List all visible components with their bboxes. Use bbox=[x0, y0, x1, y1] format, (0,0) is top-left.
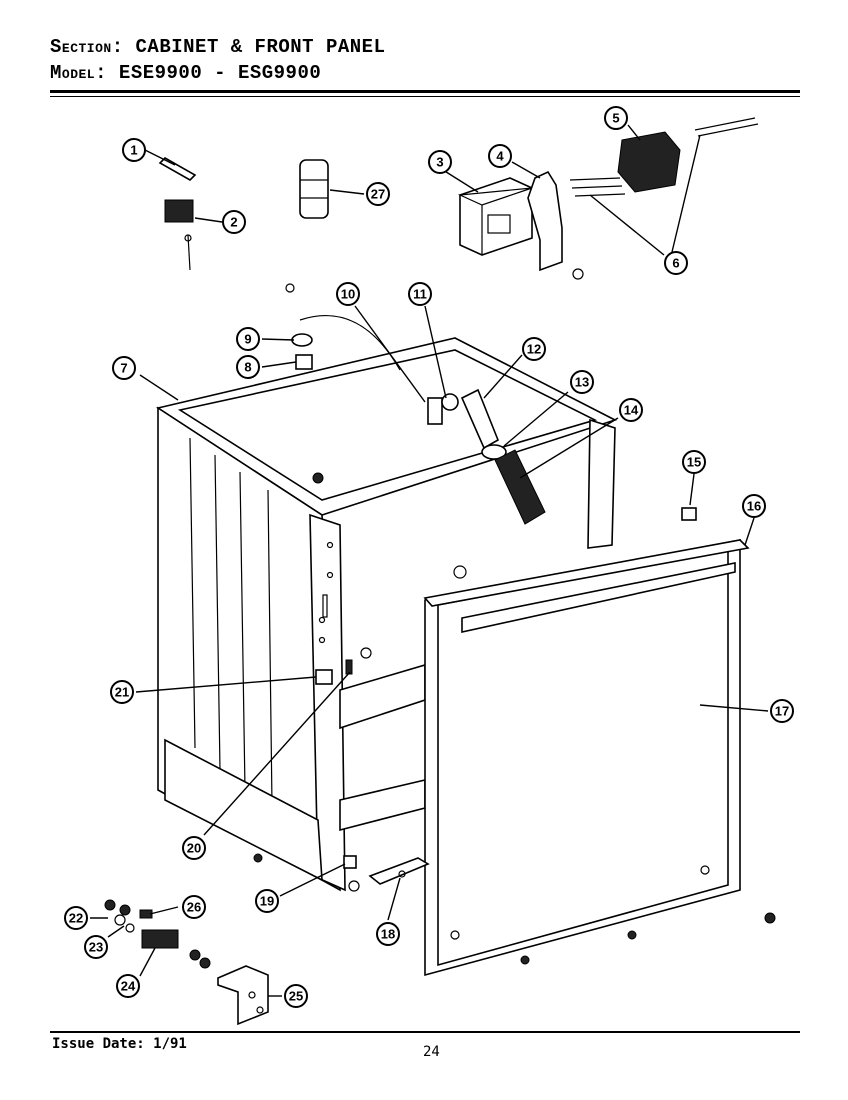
callout-21-label: 21 bbox=[115, 685, 129, 700]
callout-25: 25 bbox=[284, 984, 308, 1008]
callout-27: 27 bbox=[366, 182, 390, 206]
callout-6-label: 6 bbox=[672, 256, 679, 271]
page-number: 24 bbox=[423, 1044, 440, 1060]
callout-4: 4 bbox=[488, 144, 512, 168]
callout-13: 13 bbox=[570, 370, 594, 394]
callout-5: 5 bbox=[604, 106, 628, 130]
part-13-14-filter bbox=[481, 444, 546, 525]
issue-date: Issue Date: 1/91 bbox=[52, 1036, 187, 1052]
callout-10-label: 10 bbox=[341, 287, 355, 302]
part-5-terminal-block bbox=[617, 131, 681, 193]
cabinet-frame bbox=[155, 315, 618, 892]
callout-9: 9 bbox=[236, 327, 260, 351]
callout-11: 11 bbox=[408, 282, 432, 306]
callout-24-label: 24 bbox=[121, 979, 136, 994]
callout-22: 22 bbox=[64, 906, 88, 930]
callout-26: 26 bbox=[182, 895, 206, 919]
callout-15: 15 bbox=[682, 450, 706, 474]
callout-14: 14 bbox=[619, 398, 643, 422]
callout-18: 18 bbox=[376, 922, 400, 946]
callout-3: 3 bbox=[428, 150, 452, 174]
callout-26-label: 26 bbox=[187, 900, 201, 915]
callout-20-label: 20 bbox=[187, 841, 201, 856]
callout-14-label: 14 bbox=[624, 403, 639, 418]
part-18-bracket bbox=[368, 857, 430, 885]
part-3-box bbox=[457, 177, 533, 256]
callout-18-label: 18 bbox=[381, 927, 395, 942]
callout-6: 6 bbox=[664, 251, 688, 275]
callout-16: 16 bbox=[742, 494, 766, 518]
leader-lines bbox=[90, 124, 769, 997]
part-6-wire-leads bbox=[569, 117, 759, 197]
header-rule-thin bbox=[50, 96, 800, 97]
screws bbox=[253, 472, 776, 965]
callout-15-label: 15 bbox=[687, 455, 701, 470]
callout-3-label: 3 bbox=[436, 155, 443, 170]
callout-1: 1 bbox=[122, 138, 146, 162]
callout-12-label: 12 bbox=[527, 342, 541, 357]
callout-21: 21 bbox=[110, 680, 134, 704]
callout-7: 7 bbox=[112, 356, 136, 380]
model-header: Model: ESE9900 - ESG9900 bbox=[50, 62, 321, 84]
part-12-pipe bbox=[460, 388, 500, 450]
callout-2: 2 bbox=[222, 210, 246, 234]
footer-rule bbox=[50, 1031, 800, 1033]
callout-1-label: 1 bbox=[130, 143, 137, 158]
callout-5-label: 5 bbox=[612, 111, 619, 126]
callout-4-label: 4 bbox=[496, 149, 504, 164]
model-value: ESE9900 - ESG9900 bbox=[118, 62, 322, 84]
callout-17-label: 17 bbox=[775, 704, 789, 719]
callout-19: 19 bbox=[255, 889, 279, 913]
callout-10: 10 bbox=[336, 282, 360, 306]
callout-8-label: 8 bbox=[244, 360, 251, 375]
front-panel bbox=[423, 539, 750, 977]
callout-8: 8 bbox=[236, 355, 260, 379]
callout-23-label: 23 bbox=[89, 940, 103, 955]
part-15-clip bbox=[681, 507, 697, 521]
part-4-bracket bbox=[527, 170, 584, 280]
callout-11-label: 11 bbox=[413, 287, 427, 302]
callout-25-label: 25 bbox=[289, 989, 303, 1004]
callout-7-label: 7 bbox=[120, 361, 127, 376]
part-19-clip bbox=[343, 855, 360, 892]
callout-9-label: 9 bbox=[244, 332, 251, 347]
callout-16-label: 16 bbox=[747, 499, 761, 514]
callout-17: 17 bbox=[770, 699, 794, 723]
part-8-9-cap bbox=[285, 283, 313, 370]
callout-19-label: 19 bbox=[260, 894, 274, 909]
section-label: Section: bbox=[50, 36, 124, 58]
part-27-hose bbox=[299, 159, 329, 219]
section-header: Section: CABINET & FRONT PANEL bbox=[50, 36, 385, 58]
callout-24: 24 bbox=[116, 974, 140, 998]
part-1-clip bbox=[158, 157, 197, 181]
model-label: Model: bbox=[50, 62, 108, 84]
callout-23: 23 bbox=[84, 935, 108, 959]
callout-22-label: 22 bbox=[69, 911, 83, 926]
part-22-26-hardware bbox=[104, 899, 211, 969]
callout-20: 20 bbox=[182, 836, 206, 860]
part-2-switch bbox=[164, 199, 194, 271]
callout-13-label: 13 bbox=[575, 375, 589, 390]
callout-2-label: 2 bbox=[230, 215, 237, 230]
header-rule-thick bbox=[50, 90, 800, 93]
callout-27-label: 27 bbox=[371, 187, 385, 202]
section-value: CABINET & FRONT PANEL bbox=[135, 36, 386, 58]
callout-12: 12 bbox=[522, 337, 546, 361]
part-25-bracket bbox=[217, 965, 269, 1026]
